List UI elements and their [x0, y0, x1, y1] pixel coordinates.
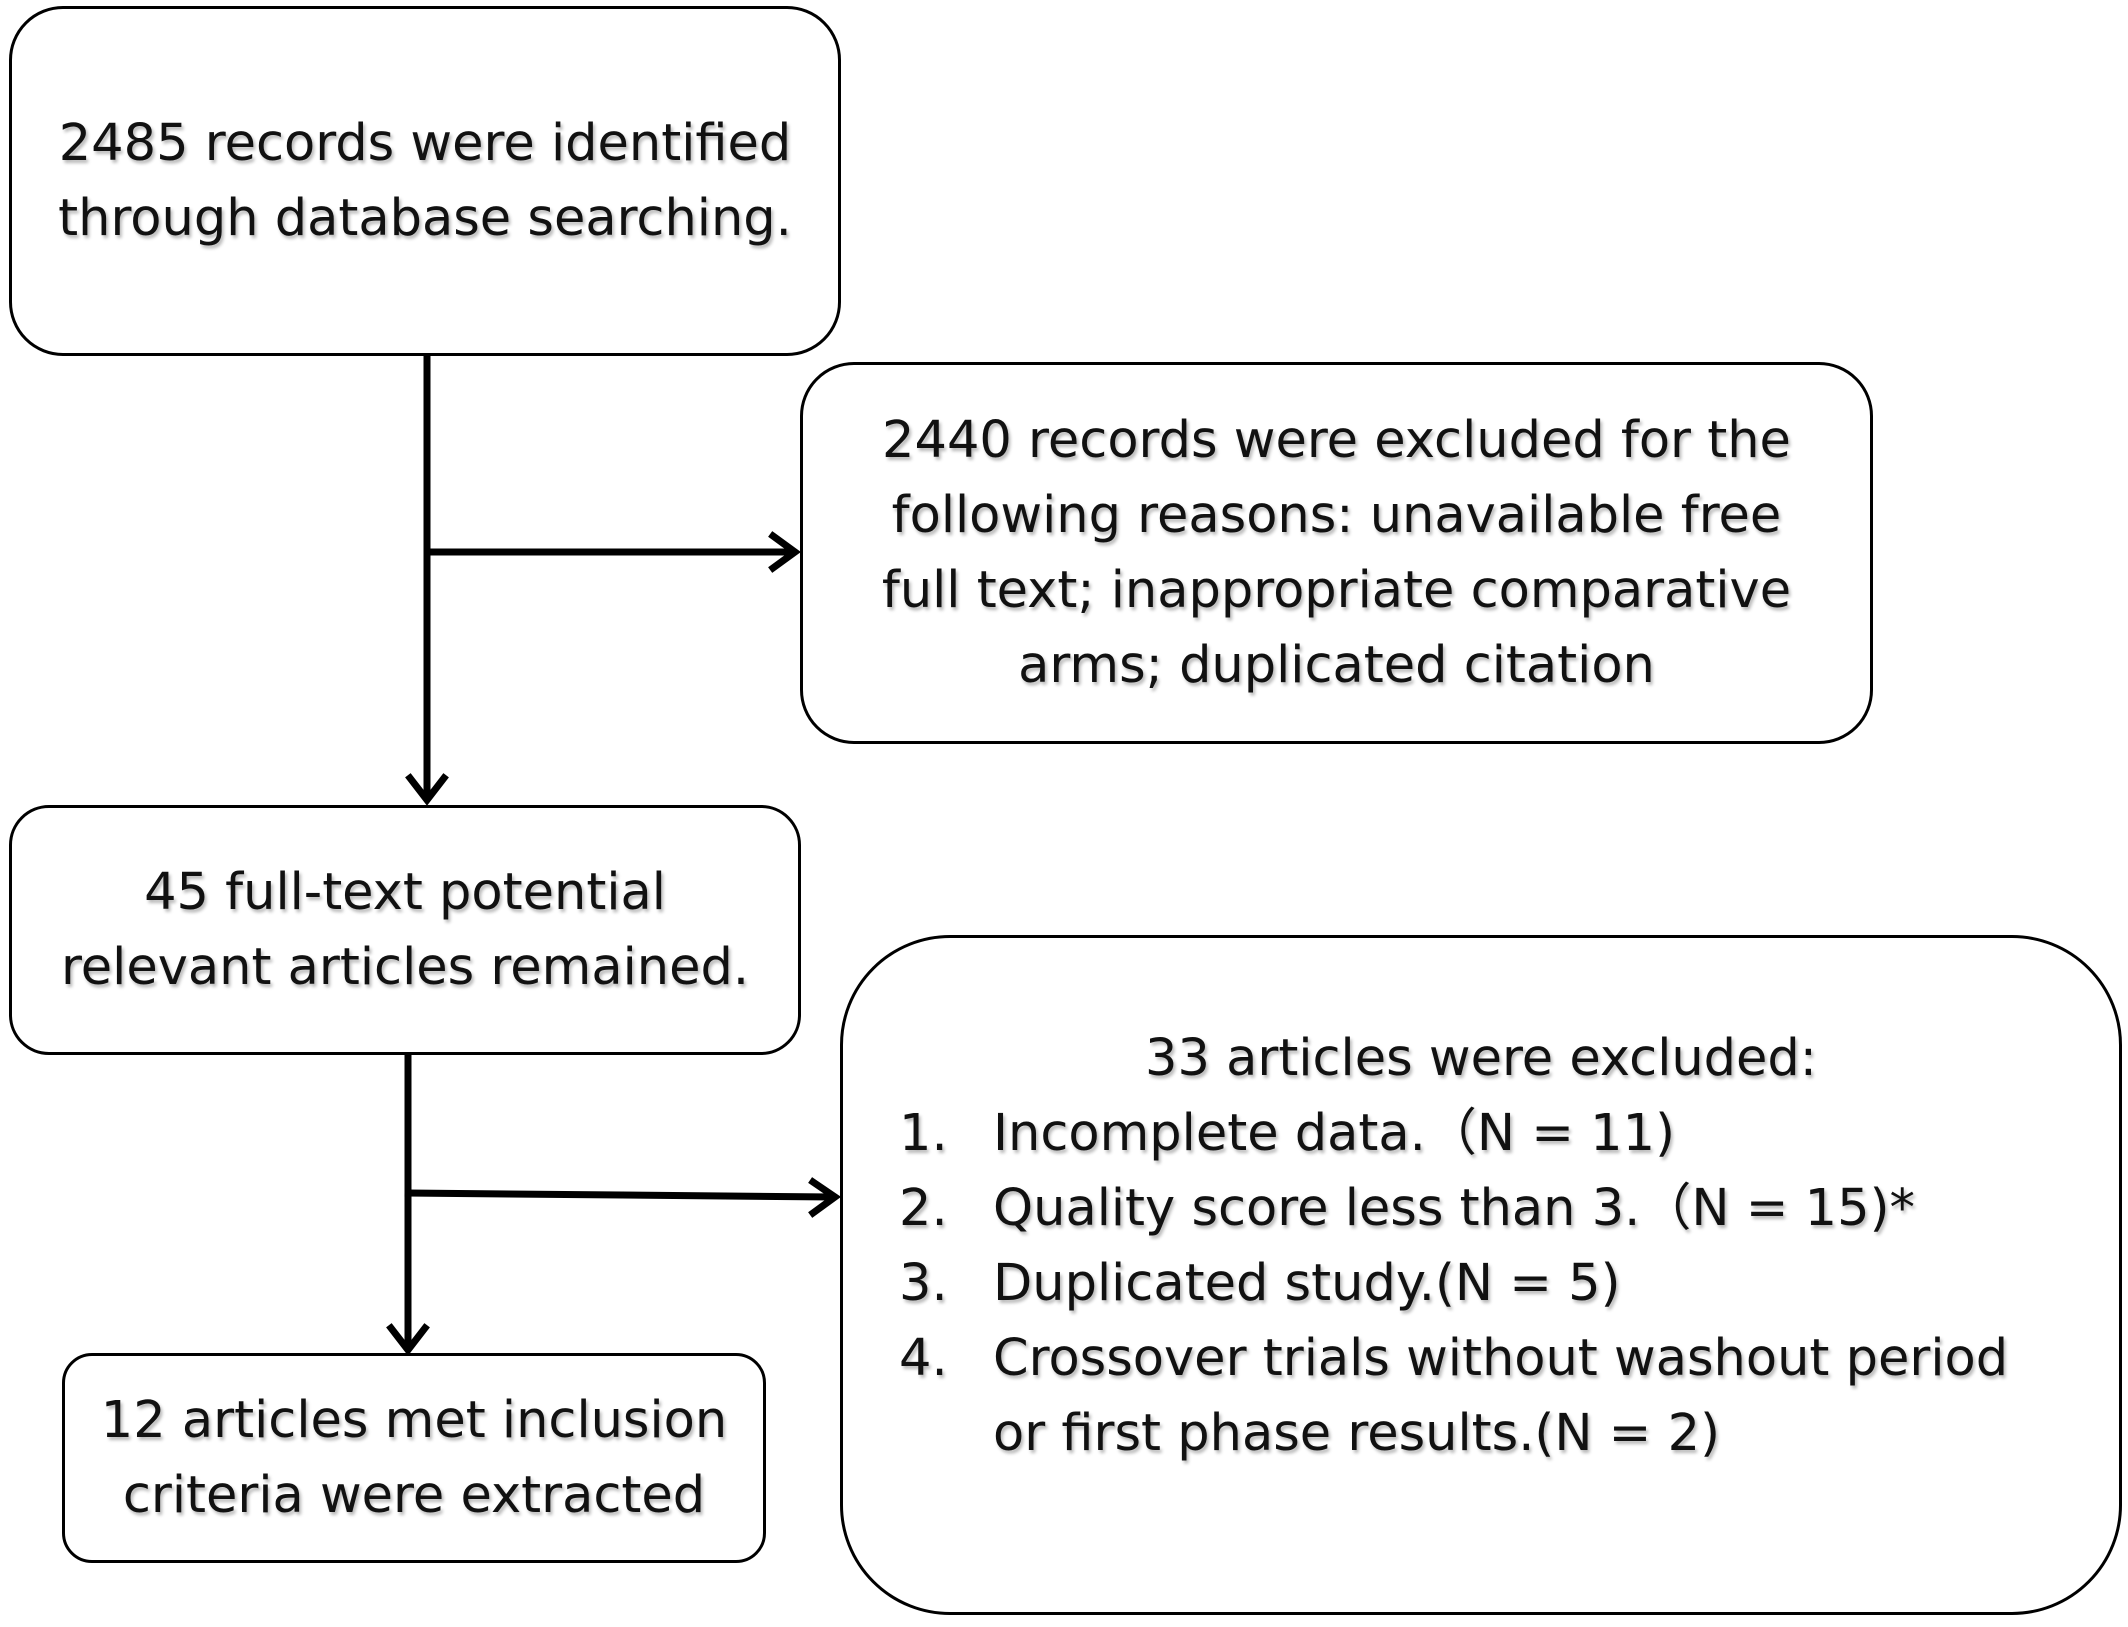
records-excluded-text: 2440 records were excluded for the follo…: [881, 411, 1792, 695]
fulltext-remaining-box: 45 full-text potential relevant articles…: [9, 805, 801, 1055]
arrowhead-to-included: [386, 1323, 430, 1356]
articles-excluded-box: 33 articles were excluded: 1. Incomplete…: [840, 935, 2122, 1615]
records-identified-text: 2485 records were identified through dat…: [58, 114, 792, 248]
arrowhead-to-excluded-records: [768, 531, 801, 573]
records-excluded-box: 2440 records were excluded for the follo…: [800, 362, 1873, 744]
included-box: 12 articles met inclusion criteria were …: [62, 1353, 766, 1563]
included-text: 12 articles met inclusion criteria were …: [100, 1391, 728, 1525]
records-identified-box: 2485 records were identified through dat…: [9, 6, 841, 356]
exclusion-reason-item: 1. Incomplete data.（N = 11): [899, 1104, 1675, 1163]
arrowhead-to-excluded-articles: [808, 1177, 842, 1218]
exclusion-reason-item: 4. Crossover trials without washout peri…: [899, 1329, 2009, 1463]
connector-to-excluded-articles: [404, 1189, 834, 1201]
articles-excluded-title: 33 articles were excluded:: [1145, 1029, 1817, 1088]
exclusion-reasons-list: 1. Incomplete data.（N = 11) 2. Quality s…: [843, 1096, 2119, 1471]
exclusion-reason-item: 2. Quality score less than 3.（N = 15)*: [899, 1179, 1915, 1238]
fulltext-remaining-text: 45 full-text potential relevant articles…: [60, 863, 750, 997]
arrowhead-to-fulltext: [405, 773, 449, 806]
exclusion-reason-item: 3. Duplicated study.(N = 5): [899, 1254, 1621, 1313]
